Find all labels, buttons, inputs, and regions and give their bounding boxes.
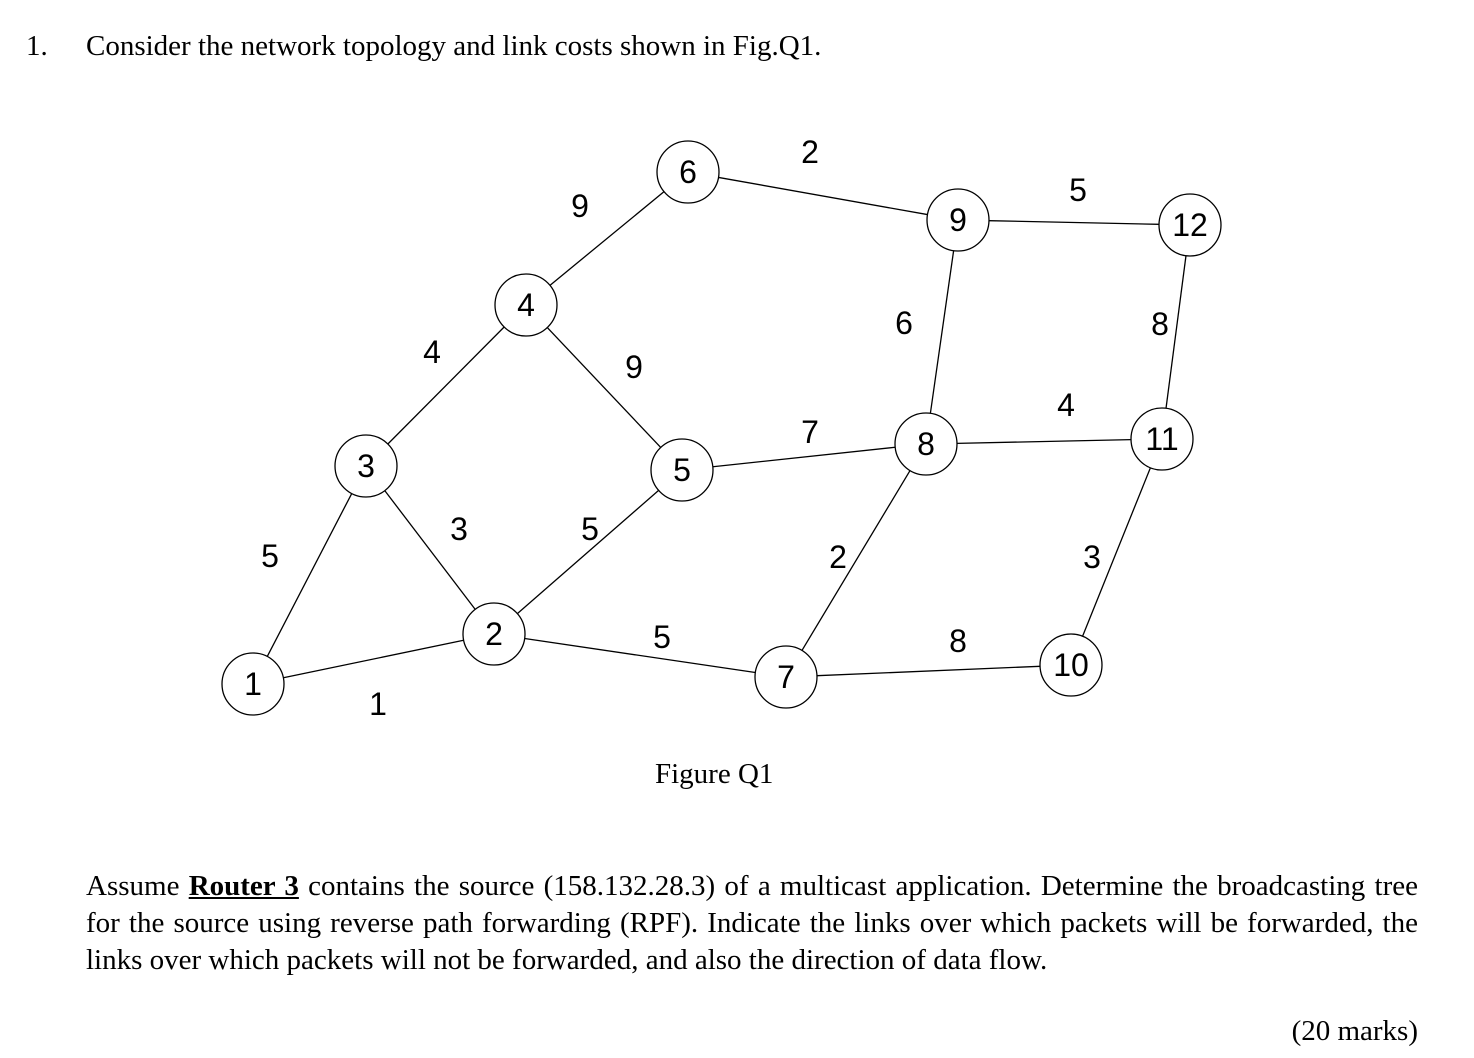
link-2-5 — [516, 489, 660, 615]
question-intro: Consider the network topology and link c… — [86, 30, 822, 62]
router-node-12: 12 — [1158, 193, 1222, 257]
cost-label-5-8: 7 — [801, 414, 819, 450]
router-node-9: 9 — [926, 188, 990, 252]
cost-label-2-7: 5 — [653, 619, 671, 655]
router-node-label: 7 — [777, 659, 795, 695]
cost-label-7-8: 2 — [829, 539, 847, 575]
router-node-circle — [926, 188, 990, 252]
router-node-1: 1 — [221, 652, 285, 716]
cost-label-10-11: 3 — [1083, 539, 1101, 575]
link-1-3 — [266, 493, 353, 657]
link-3-2 — [384, 490, 476, 610]
links-layer — [266, 176, 1187, 679]
link-9-12 — [988, 220, 1160, 225]
router-node-11: 11 — [1130, 407, 1194, 471]
router-node-circle — [656, 140, 720, 204]
cost-label-9-8: 6 — [895, 305, 913, 341]
router-node-label: 3 — [357, 448, 375, 484]
router-node-6: 6 — [656, 140, 720, 204]
router-node-label: 6 — [679, 154, 697, 190]
router-node-label: 9 — [949, 202, 967, 238]
body-after: contains the source (158.132.28.3) of a … — [86, 870, 1418, 976]
link-2-7 — [524, 637, 756, 674]
link-9-8 — [929, 250, 955, 414]
link-1-2 — [283, 639, 464, 679]
router-node-circle — [754, 645, 818, 709]
cost-label-1-3: 5 — [261, 538, 279, 574]
link-5-8 — [712, 446, 896, 468]
question-body: Assume Router 3 contains the source (158… — [86, 868, 1418, 979]
link-8-11 — [956, 439, 1132, 444]
router-node-circle — [1039, 633, 1103, 697]
router-node-circle — [462, 602, 526, 666]
costs-layer: 5 1 4 3 9 9 5 5 2 7 2 6 5 4 8 8 3 — [261, 134, 1169, 722]
link-10-11 — [1081, 467, 1152, 637]
link-7-10 — [816, 665, 1041, 677]
question-number: 1. — [26, 30, 48, 62]
router-node-label: 5 — [673, 452, 691, 488]
router-node-label: 11 — [1145, 421, 1178, 457]
router-node-8: 8 — [894, 412, 958, 476]
router-node-label: 12 — [1172, 207, 1208, 243]
router-label: Router 3 — [188, 870, 299, 902]
cost-label-6-9: 2 — [801, 134, 819, 170]
cost-label-4-5: 9 — [625, 349, 643, 385]
router-node-2: 2 — [462, 602, 526, 666]
cost-label-9-12: 5 — [1069, 172, 1087, 208]
cost-label-4-6: 9 — [571, 188, 589, 224]
router-node-5: 5 — [650, 438, 714, 502]
link-3-4 — [387, 326, 505, 445]
router-node-label: 1 — [244, 666, 262, 702]
body-before: Assume — [86, 870, 189, 902]
link-12-11 — [1165, 255, 1187, 409]
marks-label: (20 marks) — [1291, 1015, 1418, 1047]
router-node-3: 3 — [334, 434, 398, 498]
router-node-7: 7 — [754, 645, 818, 709]
cost-label-3-4: 4 — [423, 334, 441, 370]
router-node-circle — [894, 412, 958, 476]
router-node-label: 10 — [1053, 647, 1089, 683]
figure-caption: Figure Q1 — [655, 758, 774, 790]
cost-label-7-10: 8 — [949, 623, 967, 659]
link-7-8 — [801, 470, 911, 651]
router-node-circle — [650, 438, 714, 502]
link-4-5 — [546, 327, 662, 448]
cost-label-12-11: 8 — [1151, 306, 1169, 342]
router-node-4: 4 — [494, 273, 558, 337]
router-node-circle — [334, 434, 398, 498]
router-node-circle — [221, 652, 285, 716]
cost-label-2-5: 5 — [581, 511, 599, 547]
cost-label-8-11: 4 — [1057, 387, 1075, 423]
router-node-label: 8 — [917, 426, 935, 462]
cost-label-1-2: 1 — [369, 686, 387, 722]
router-node-circle — [1130, 407, 1194, 471]
router-node-circle — [1158, 193, 1222, 257]
link-6-9 — [718, 176, 928, 216]
router-node-label: 2 — [485, 616, 503, 652]
link-4-6 — [549, 191, 665, 286]
router-node-label: 4 — [517, 287, 535, 323]
router-node-circle — [494, 273, 558, 337]
router-node-10: 10 — [1039, 633, 1103, 697]
cost-label-3-2: 3 — [450, 511, 468, 547]
